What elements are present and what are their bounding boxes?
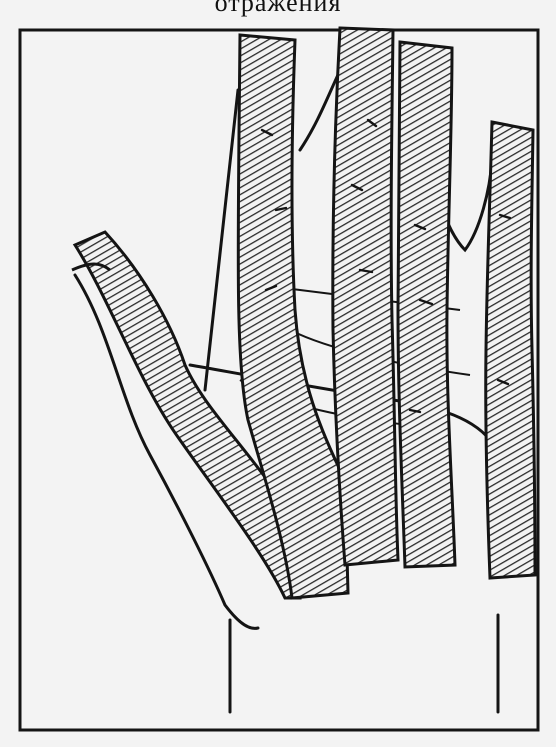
finger-band-pinky: [486, 122, 535, 578]
finger-band-ring: [398, 42, 455, 567]
finger-band-middle: [333, 28, 398, 565]
